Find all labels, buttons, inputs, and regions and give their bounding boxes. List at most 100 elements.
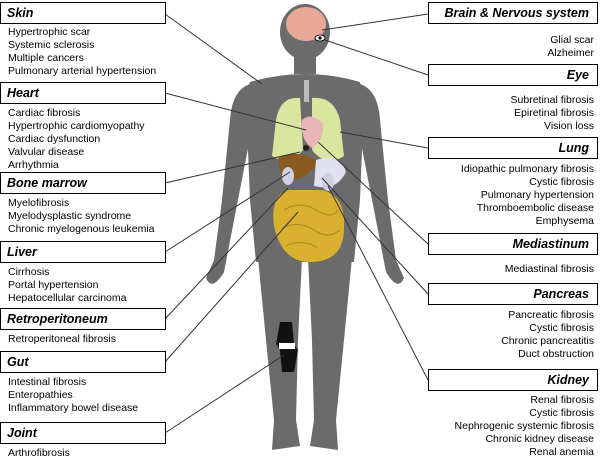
list-item: Cystic fibrosis <box>529 322 594 334</box>
leader-line-lung <box>339 131 429 149</box>
stomach <box>314 157 346 188</box>
kneecap <box>279 343 295 349</box>
panel-eye: Eye <box>428 64 598 86</box>
list-item: Cardiac dysfunction <box>8 133 101 145</box>
trachea <box>304 80 309 102</box>
list-item: Hepatocellular carcinoma <box>8 292 127 304</box>
list-item: Subretinal fibrosis <box>510 94 594 106</box>
list-item: Chronic myelogenous leukemia <box>8 223 155 235</box>
list-skin: Hypertrophic scar Systemic sclerosis Mul… <box>8 26 156 78</box>
list-item: Cirrhosis <box>8 266 50 278</box>
list-item: Emphysema <box>535 215 594 227</box>
panel-title-kidney: Kidney <box>547 373 589 387</box>
leader-lines <box>164 13 429 434</box>
list-liver: Cirrhosis Portal hypertension Hepatocell… <box>8 266 126 305</box>
list-item: Alzheimer <box>547 47 594 59</box>
list-item: Myelofibrosis <box>8 197 70 209</box>
panel-title-retroperitoneum: Retroperitoneum <box>7 312 108 326</box>
left-kidney <box>282 167 294 185</box>
list-kidney: Renal fibrosis Cystic fibrosis Nephrogen… <box>455 394 594 459</box>
left-lung <box>272 97 303 161</box>
list-item: Hypertrophic scar <box>8 26 91 38</box>
list-item: Idiopathic pulmonary fibrosis <box>460 163 594 175</box>
panel-title-brain: Brain & Nervous system <box>444 6 589 20</box>
leader-line-skin <box>164 13 263 85</box>
list-item: Nephrogenic systemic fibrosis <box>454 420 594 432</box>
leader-line-retroperitoneum <box>164 187 289 320</box>
panel-kidney: Kidney <box>428 369 598 391</box>
list-item: Arrhythmia <box>8 159 59 171</box>
panel-mediastinum: Mediastinum <box>428 233 598 255</box>
list-mediastinum: Mediastinal fibrosis <box>505 263 594 276</box>
list-item: Systemic sclerosis <box>8 39 95 51</box>
list-item: Intestinal fibrosis <box>8 376 87 388</box>
panel-heart: Heart <box>0 82 166 104</box>
heart <box>301 116 323 148</box>
list-item: Cardiac fibrosis <box>8 107 81 119</box>
list-item: Vision loss <box>544 120 594 132</box>
leader-line-heart <box>164 92 307 131</box>
list-gut: Intestinal fibrosis Enteropathies Inflam… <box>8 376 138 415</box>
panel-pancreas: Pancreas <box>428 283 598 305</box>
list-item: Pancreatic fibrosis <box>508 309 594 321</box>
panel-skin: Skin <box>0 2 166 24</box>
list-brain: Glial scar Alzheimer <box>547 34 594 60</box>
list-item: Glial scar <box>550 34 594 46</box>
list-item: Epiretinal fibrosis <box>514 107 594 119</box>
list-joint: Arthrofibrosis <box>8 447 70 460</box>
list-item: Hypertrophic cardiomyopathy <box>8 120 145 132</box>
list-bone-marrow: Myelofibrosis Myelodysplastic syndrome C… <box>8 197 155 236</box>
panel-title-gut: Gut <box>7 355 29 369</box>
list-item: Myelodysplastic syndrome <box>8 210 132 222</box>
list-retroperitoneum: Retroperitoneal fibrosis <box>8 333 116 346</box>
list-item: Chronic pancreatitis <box>501 335 594 347</box>
panel-title-pancreas: Pancreas <box>533 287 589 301</box>
list-item: Arthrofibrosis <box>8 447 70 459</box>
list-item: Retroperitoneal fibrosis <box>8 333 116 345</box>
right-kidney <box>322 173 334 191</box>
panel-title-liver: Liver <box>7 245 37 259</box>
leader-line-joint <box>164 354 285 434</box>
gut-loops <box>281 204 341 249</box>
bone-marrow-spot <box>303 145 309 151</box>
panel-lung: Lung <box>428 137 598 159</box>
list-item: Renal anemia <box>529 446 594 458</box>
list-item: Valvular disease <box>8 146 85 158</box>
list-item: Chronic kidney disease <box>485 433 594 445</box>
list-pancreas: Pancreatic fibrosis Cystic fibrosis Chro… <box>501 309 594 361</box>
list-item: Inflammatory bowel disease <box>8 402 139 414</box>
leader-line-liver <box>164 171 291 253</box>
panel-title-lung: Lung <box>558 141 589 155</box>
list-item: Mediastinal fibrosis <box>504 263 594 275</box>
list-item: Pulmonary hypertension <box>480 189 594 201</box>
leader-line-kidney <box>327 185 429 381</box>
panel-title-heart: Heart <box>7 86 39 100</box>
panel-gut: Gut <box>0 351 166 373</box>
panel-retroperitoneum: Retroperitoneum <box>0 308 166 330</box>
list-item: Duct obstruction <box>518 348 594 360</box>
pupil <box>318 36 322 40</box>
list-item: Portal hypertension <box>8 279 99 291</box>
panel-brain-nervous-system: Brain & Nervous system <box>428 2 598 24</box>
list-lung: Idiopathic pulmonary fibrosis Cystic fib… <box>461 163 594 228</box>
list-item: Pulmonary arterial hypertension <box>8 65 157 77</box>
panel-liver: Liver <box>0 241 166 263</box>
leader-line-mediastinum <box>317 141 429 245</box>
list-heart: Cardiac fibrosis Hypertrophic cardiomyop… <box>8 107 145 172</box>
panel-title-bone-marrow: Bone marrow <box>7 176 87 190</box>
panel-title-eye: Eye <box>566 68 589 82</box>
brain <box>286 7 326 41</box>
panel-title-joint: Joint <box>7 426 37 440</box>
leader-line-pancreas <box>321 177 429 295</box>
list-item: Enteropathies <box>8 389 73 401</box>
list-eye: Subretinal fibrosis Epiretinal fibrosis … <box>511 94 594 133</box>
leader-line-gut <box>164 211 299 363</box>
panel-title-skin: Skin <box>7 6 34 20</box>
list-item: Cystic fibrosis <box>529 176 594 188</box>
leader-line-brain <box>321 13 429 31</box>
list-item: Cystic fibrosis <box>529 407 594 419</box>
list-item: Multiple cancers <box>8 52 84 64</box>
leader-line-eye <box>324 39 429 76</box>
